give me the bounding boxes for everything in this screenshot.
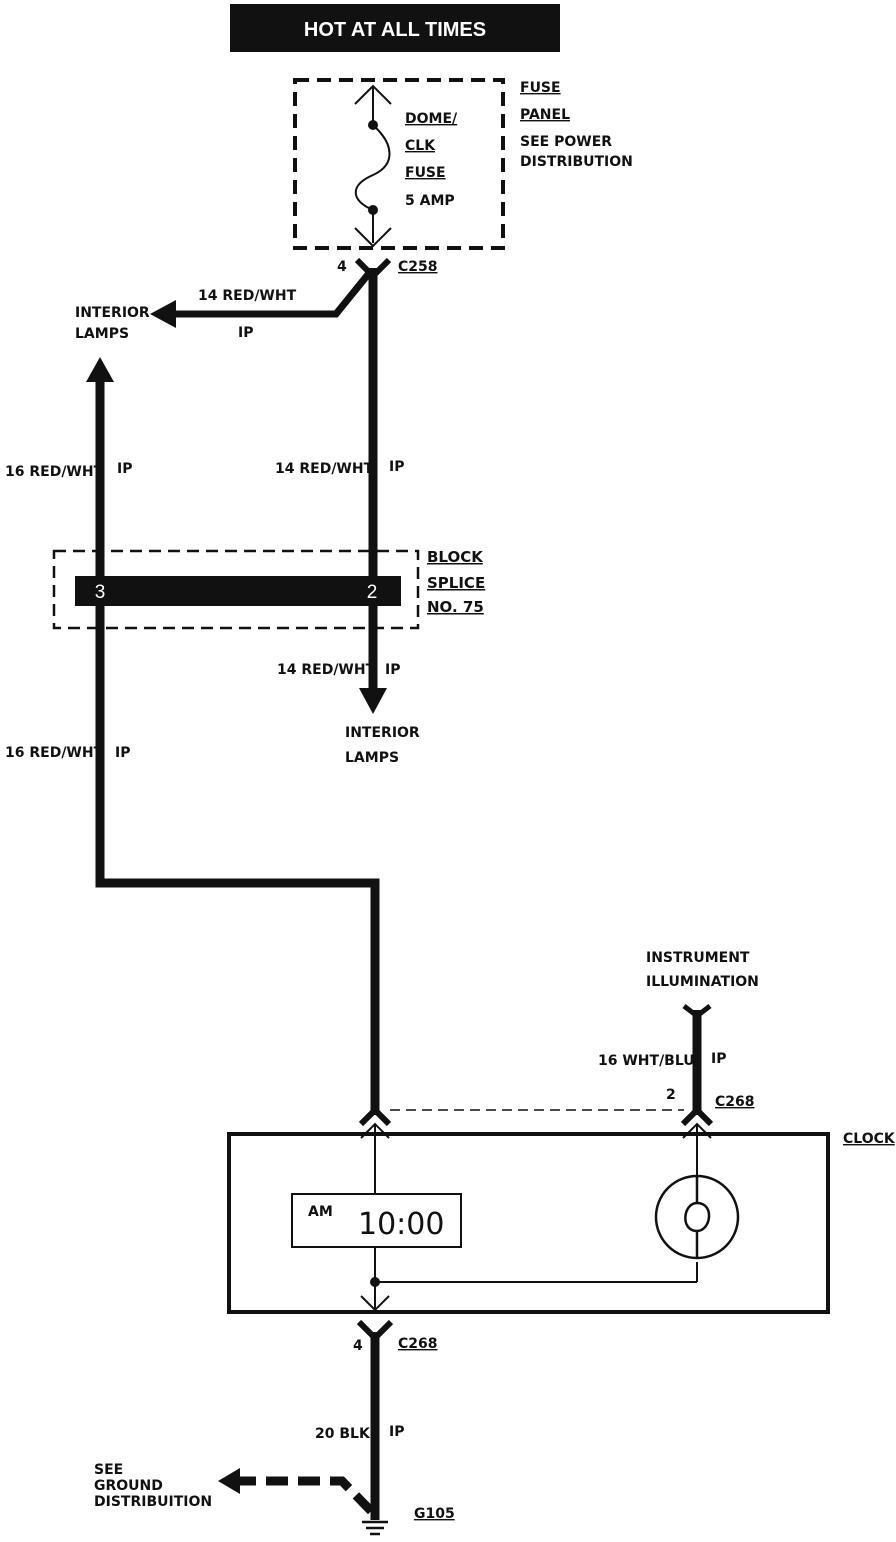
ground-note-line2: GROUND (94, 1478, 163, 1494)
arrow-interior-top (150, 300, 176, 328)
wire-interior-top (168, 269, 373, 318)
interior-top-dest-line2: LAMPS (75, 326, 129, 342)
header-title: HOT AT ALL TIMES (304, 19, 486, 41)
wire-interior-bottom-gauge: 14 RED/WHT (277, 662, 376, 678)
clock-am: AM (308, 1204, 333, 1220)
ground-dist-dashed-wire (234, 1476, 376, 1516)
ground-name: G105 (414, 1506, 455, 1522)
wire-interior-top-loc: IP (238, 325, 253, 341)
connector-c268-bottom-pin: 4 (353, 1338, 363, 1354)
clock-box (227, 1132, 830, 1314)
wire-left-lower-gauge: 16 RED/WHT (5, 745, 104, 761)
wire-right-upper-gauge: 14 RED/WHT (275, 461, 374, 477)
fuse-panel-note-line1: SEE POWER (520, 134, 612, 150)
ground-dist-arrow (218, 1468, 240, 1494)
splice-label-line2: SPLICE (427, 574, 485, 592)
clock-display (291, 1193, 462, 1248)
fuse-panel-label-line1: FUSE (520, 80, 561, 96)
splice-label-line1: BLOCK (427, 548, 484, 566)
fuse-name-line2: CLK (405, 138, 436, 154)
illumination-loc: IP (711, 1051, 726, 1067)
wire-left-upper-gauge: 16 RED/WHT (5, 464, 104, 480)
illumination-line2: ILLUMINATION (646, 974, 759, 990)
fuse-rating: 5 AMP (405, 193, 455, 209)
ground-symbol-icon (362, 1520, 388, 1536)
illumination-line1: INSTRUMENT (646, 950, 750, 966)
wire-left-lower-loc: IP (115, 745, 130, 761)
interior-bottom-dest-line1: INTERIOR (345, 725, 420, 741)
interior-top-dest-line1: INTERIOR (75, 305, 150, 321)
clock-time: 10:00 (358, 1207, 444, 1242)
fuse-name-line3: FUSE (405, 165, 446, 181)
fuse-symbol (354, 84, 392, 248)
fuse-panel-note-line2: DISTRIBUTION (520, 154, 633, 170)
clock-internal-wiring (360, 1122, 712, 1312)
illumination-pin: 2 (666, 1087, 676, 1103)
ground-wire-loc: IP (389, 1424, 404, 1440)
arrow-interior-bottom (359, 688, 387, 714)
clock-label: CLOCK (843, 1131, 896, 1147)
splice-label-line3: NO. 75 (427, 598, 484, 616)
connector-c258-pin: 4 (337, 259, 347, 275)
fuse-terminal-top (368, 120, 378, 130)
interior-bottom-dest-line2: LAMPS (345, 750, 399, 766)
fuse-name-line1: DOME/ (405, 111, 458, 127)
splice-dashed-box (52, 549, 420, 630)
splice-pin-right: 2 (367, 582, 378, 603)
ground-wire-gauge: 20 BLK (315, 1426, 371, 1442)
wire-right-upper-loc: IP (389, 459, 404, 475)
header-bar (230, 4, 560, 52)
fuse-terminal-bottom (368, 205, 378, 215)
illumination-gauge: 16 WHT/BLU (598, 1053, 695, 1069)
arrow-left-up (86, 357, 114, 382)
wire-interior-top-gauge: 14 RED/WHT (198, 288, 297, 304)
connector-c268-bottom-name: C268 (398, 1336, 438, 1352)
fuse-panel-box (293, 78, 505, 250)
wire-interior-bottom-loc: IP (385, 662, 400, 678)
connector-clock-left (358, 1105, 392, 1127)
illumination-connector: C268 (715, 1094, 755, 1110)
splice-bar (75, 576, 401, 606)
connector-c258-name: C258 (398, 259, 438, 275)
lamp-filament (684, 1176, 711, 1258)
connector-clock-right (680, 1105, 714, 1127)
clock-junction (370, 1277, 380, 1287)
wire-left-upper-loc: IP (117, 461, 132, 477)
ground-note-line3: DISTRIBUITION (94, 1494, 212, 1510)
fuse-panel-label-line2: PANEL (520, 107, 570, 123)
ground-note-line1: SEE (94, 1462, 123, 1478)
splice-pin-left: 3 (95, 582, 106, 603)
wire-left-lower (95, 604, 380, 1115)
